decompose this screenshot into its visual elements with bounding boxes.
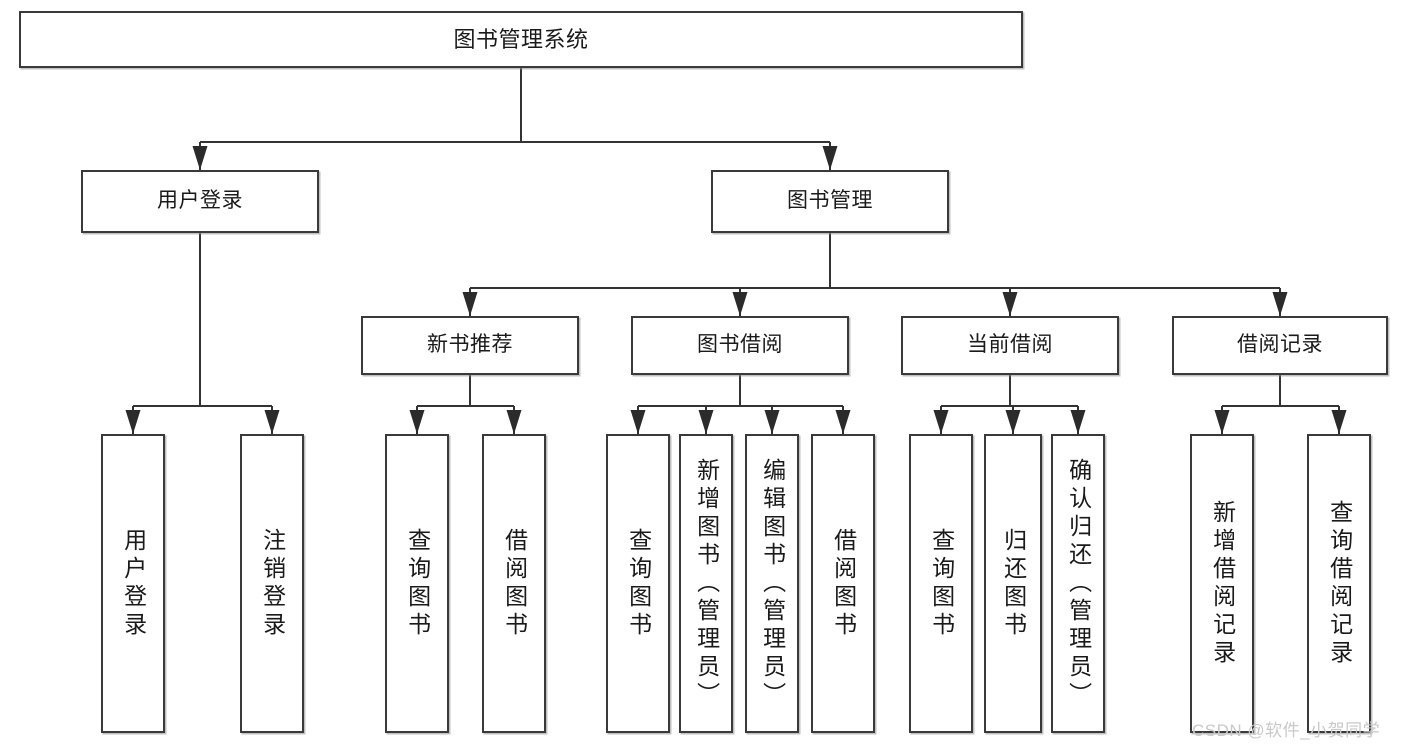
node-label: 新增图书（管理员） — [693, 457, 720, 710]
node-leaf-rc-query[interactable]: 查询借阅记录 — [1307, 434, 1371, 733]
node-label: 当前借阅 — [967, 333, 1053, 357]
node-leaf-nb-query[interactable]: 查询图书 — [385, 434, 449, 733]
node-label: 图书管理系统 — [453, 26, 589, 52]
edge-arrowhead-icon — [1002, 292, 1018, 316]
edge-arrowhead-icon — [822, 146, 838, 170]
edge-arrowhead-icon — [192, 146, 208, 170]
node-label: 用户登录 — [157, 189, 243, 213]
edge-arrowhead-icon — [462, 292, 478, 316]
node-label: 注销登录 — [259, 527, 286, 640]
edge-arrowhead-icon — [1005, 410, 1021, 434]
edge-arrowhead-icon — [1272, 292, 1288, 316]
node-label: 图书借阅 — [697, 333, 783, 357]
node-leaf-logout[interactable]: 注销登录 — [240, 434, 304, 733]
edge-arrowhead-icon — [1070, 410, 1086, 434]
node-label: 归还图书 — [1000, 527, 1027, 640]
edge-arrowhead-icon — [125, 410, 141, 434]
csdn-watermark: CSDN @软件_小贺同学 — [1192, 721, 1381, 740]
edge-arrowhead-icon — [264, 410, 280, 434]
node-records[interactable]: 借阅记录 — [1172, 316, 1388, 375]
node-label: 图书管理 — [787, 189, 873, 213]
node-label: 编辑图书（管理员） — [759, 457, 786, 710]
node-newbook[interactable]: 新书推荐 — [361, 316, 579, 375]
node-label: 查询图书 — [928, 527, 955, 640]
edge-arrowhead-icon — [1331, 410, 1347, 434]
node-leaf-bw-edit[interactable]: 编辑图书（管理员） — [745, 434, 799, 733]
node-label: 借阅图书 — [830, 527, 857, 640]
node-root[interactable]: 图书管理系统 — [19, 11, 1023, 68]
node-leaf-bw-add[interactable]: 新增图书（管理员） — [679, 434, 733, 733]
edge-arrowhead-icon — [764, 410, 780, 434]
node-current[interactable]: 当前借阅 — [901, 316, 1119, 375]
edge-arrowhead-icon — [933, 410, 949, 434]
edge-arrowhead-icon — [409, 410, 425, 434]
node-bookmgmt[interactable]: 图书管理 — [711, 170, 949, 233]
edge-arrowhead-icon — [1214, 410, 1230, 434]
edge-arrowhead-icon — [698, 410, 714, 434]
node-label: 新书推荐 — [427, 333, 513, 357]
node-label: 新增借阅记录 — [1209, 499, 1236, 668]
node-leaf-nb-borrow[interactable]: 借阅图书 — [482, 434, 546, 733]
node-label: 确认归还（管理员） — [1065, 457, 1092, 710]
node-label: 借阅记录 — [1237, 333, 1323, 357]
node-leaf-cb-confirm[interactable]: 确认归还（管理员） — [1051, 434, 1105, 733]
node-leaf-cb-query[interactable]: 查询图书 — [909, 434, 973, 733]
node-leaf-bw-borrow[interactable]: 借阅图书 — [811, 434, 875, 733]
node-leaf-rc-add[interactable]: 新增借阅记录 — [1190, 434, 1254, 733]
node-login[interactable]: 用户登录 — [81, 170, 319, 233]
node-label: 借阅图书 — [501, 527, 528, 640]
node-leaf-login[interactable]: 用户登录 — [101, 434, 165, 733]
node-leaf-cb-return[interactable]: 归还图书 — [984, 434, 1042, 733]
edge-arrowhead-icon — [630, 410, 646, 434]
edge-arrowhead-icon — [732, 292, 748, 316]
node-label: 查询图书 — [625, 527, 652, 640]
node-leaf-bw-query[interactable]: 查询图书 — [606, 434, 670, 733]
edge-arrowhead-icon — [835, 410, 851, 434]
node-label: 用户登录 — [120, 527, 147, 640]
node-label: 查询图书 — [404, 527, 431, 640]
edge-arrowhead-icon — [506, 410, 522, 434]
node-label: 查询借阅记录 — [1326, 499, 1353, 668]
node-borrow[interactable]: 图书借阅 — [631, 316, 849, 375]
